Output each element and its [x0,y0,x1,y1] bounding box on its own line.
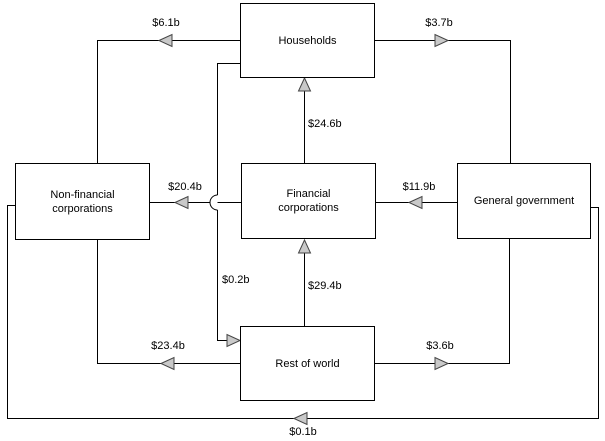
node-non-financial-corporations: Non-financial corporations [15,163,150,240]
flow-value-financial-to-households: $24.6b [308,118,342,130]
node-financial-corporations: Financial corporations [241,163,376,239]
arrowhead-financial-to-non-financial [173,195,189,210]
arrowhead-rest-of-world-to-financial [297,238,312,254]
flow-line-households-to-rest-of-world-upper [217,63,240,195]
line-jump-arc [209,194,218,211]
flow-line-rest-of-world-to-government [375,239,510,364]
node-rest-of-world-label: Rest of world [275,357,340,370]
flow-value-rest-of-world-to-non-financial: $23.4b [151,340,185,352]
flow-line-households-to-non-financial [97,40,240,163]
arrowhead-financial-to-households [297,76,312,92]
node-financial-corporations-label: Financial corporations [278,188,339,214]
flow-value-households-to-non-financial: $6.1b [152,17,180,29]
node-rest-of-world: Rest of world [240,326,375,401]
node-households-label: Households [278,34,337,47]
flow-value-government-to-non-financial: $0.1b [289,426,317,438]
flow-line-households-to-government [375,40,511,163]
flow-value-households-to-government: $3.7b [425,17,453,29]
arrowhead-households-to-government [434,33,450,48]
arrowhead-rest-of-world-to-government [434,356,450,371]
flow-value-rest-of-world-to-government: $3.6b [426,340,454,352]
arrowhead-households-to-rest-of-world [226,333,242,348]
flow-value-rest-of-world-to-financial: $29.4b [308,280,342,292]
arrowhead-households-to-non-financial [157,33,173,48]
node-general-government: General government [457,163,591,239]
flow-line-rest-of-world-to-non-financial [97,240,240,364]
arrowhead-rest-of-world-to-non-financial [159,356,175,371]
flow-value-households-to-rest-of-world: $0.2b [222,274,250,286]
flow-value-government-to-financial: $11.9b [402,181,436,193]
node-households: Households [240,3,375,78]
flow-value-financial-to-non-financial: $20.4b [168,181,202,193]
arrowhead-government-to-financial [407,195,423,210]
node-general-government-label: General government [473,195,575,207]
node-non-financial-corporations-label: Non-financial corporations [50,188,115,215]
line-jump-mask [210,195,218,210]
arrowhead-government-to-non-financial [292,411,308,426]
